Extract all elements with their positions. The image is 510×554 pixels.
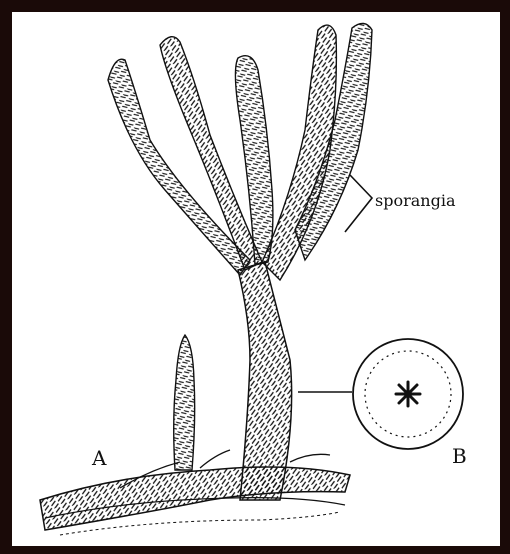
label-b: B [452,444,467,468]
label-sporangia: sporangia [375,191,456,210]
main-stem [238,262,292,500]
stem-cross-section [353,339,463,449]
rhizome [40,450,350,535]
small-shoot [174,335,195,470]
sporangia-pointer [345,175,372,232]
branches [108,23,372,280]
label-a: A [91,446,107,470]
